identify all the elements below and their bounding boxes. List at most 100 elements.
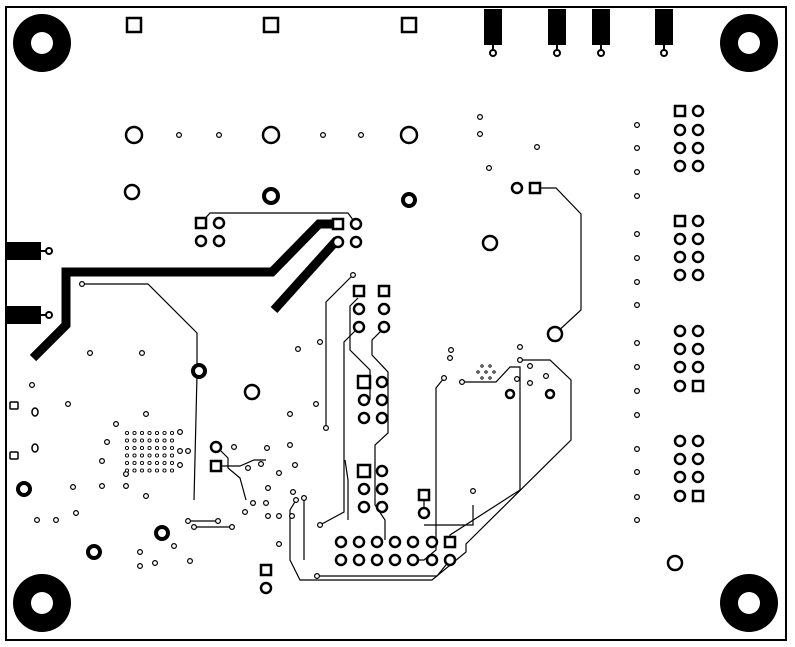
via bbox=[69, 484, 76, 491]
bga-ball bbox=[484, 370, 488, 374]
bga-ball bbox=[169, 460, 175, 466]
bga-ball bbox=[476, 370, 480, 374]
via bbox=[323, 425, 330, 432]
via bbox=[633, 255, 640, 262]
via bbox=[633, 193, 640, 200]
bga-ball bbox=[124, 430, 130, 436]
via bbox=[245, 465, 252, 472]
via bbox=[52, 516, 59, 523]
bga-ball bbox=[162, 453, 167, 458]
via bbox=[633, 340, 640, 347]
bga-ball bbox=[132, 460, 137, 466]
bga-ball bbox=[480, 364, 484, 368]
via bbox=[242, 509, 249, 516]
via bbox=[289, 512, 296, 519]
bga-ball bbox=[124, 438, 130, 443]
mounting-holes bbox=[13, 14, 778, 632]
bga-ball bbox=[169, 453, 175, 458]
bga-ball bbox=[162, 460, 167, 466]
via bbox=[633, 469, 640, 476]
via bbox=[477, 113, 484, 120]
via bbox=[533, 144, 540, 151]
bga-array bbox=[124, 364, 496, 473]
via bbox=[72, 510, 79, 517]
bga-ball bbox=[492, 370, 496, 374]
via bbox=[526, 363, 533, 370]
via bbox=[526, 380, 533, 387]
via bbox=[215, 517, 222, 524]
via bbox=[258, 461, 265, 468]
via bbox=[86, 350, 93, 357]
via bbox=[292, 462, 299, 469]
via bbox=[177, 429, 184, 436]
via bbox=[633, 446, 640, 453]
via bbox=[448, 347, 455, 354]
via bbox=[122, 483, 129, 490]
via bbox=[137, 562, 144, 569]
left-connectors bbox=[7, 242, 53, 324]
bga-ball bbox=[162, 438, 167, 443]
bga-ball bbox=[124, 468, 130, 473]
via bbox=[64, 401, 71, 408]
via bbox=[301, 495, 308, 502]
via bbox=[29, 382, 36, 389]
via bbox=[177, 448, 184, 455]
via bbox=[516, 344, 523, 351]
bga-ball bbox=[147, 445, 152, 451]
via bbox=[290, 489, 297, 496]
via bbox=[320, 132, 327, 139]
via bbox=[441, 375, 448, 382]
bga-ball bbox=[139, 460, 145, 466]
bga-ball bbox=[147, 468, 152, 473]
via bbox=[185, 517, 192, 524]
via bbox=[152, 559, 159, 566]
bga-ball bbox=[132, 468, 137, 473]
via bbox=[185, 448, 192, 455]
via bbox=[486, 165, 493, 172]
via bbox=[176, 132, 183, 139]
via bbox=[177, 462, 184, 469]
via bbox=[231, 444, 238, 451]
board-outline bbox=[5, 6, 787, 641]
bga-ball bbox=[139, 430, 145, 436]
via bbox=[313, 401, 320, 408]
via bbox=[633, 302, 640, 309]
via bbox=[276, 512, 283, 519]
through-hole-pads bbox=[16, 125, 684, 595]
signal-traces bbox=[82, 187, 582, 581]
power-trace bbox=[29, 219, 341, 362]
via bbox=[263, 500, 270, 507]
via bbox=[633, 494, 640, 501]
via bbox=[287, 442, 294, 449]
via bbox=[293, 497, 300, 504]
bga-ball bbox=[169, 438, 175, 443]
via bbox=[98, 458, 105, 465]
via bbox=[98, 483, 105, 490]
via bbox=[516, 357, 523, 364]
bga-ball bbox=[124, 453, 130, 458]
via bbox=[470, 488, 477, 495]
via bbox=[633, 231, 640, 238]
via bbox=[633, 169, 640, 176]
via bbox=[143, 411, 150, 418]
bga-ball bbox=[154, 453, 160, 458]
via bbox=[143, 493, 150, 500]
via bbox=[229, 523, 236, 530]
via bbox=[265, 485, 272, 492]
bga-ball bbox=[132, 430, 137, 436]
bga-ball bbox=[132, 445, 137, 451]
via bbox=[216, 132, 223, 139]
via bbox=[171, 542, 178, 549]
bga-ball bbox=[162, 468, 167, 473]
via bbox=[633, 516, 640, 523]
via bbox=[633, 145, 640, 152]
bga-ball bbox=[488, 364, 492, 368]
top-connectors bbox=[484, 9, 673, 57]
bga-ball bbox=[147, 438, 152, 443]
via bbox=[633, 388, 640, 395]
bga-ball bbox=[139, 438, 145, 443]
via bbox=[276, 470, 283, 477]
right-header-pads bbox=[673, 104, 705, 503]
bga-ball bbox=[169, 430, 175, 436]
bga-ball bbox=[124, 460, 130, 466]
